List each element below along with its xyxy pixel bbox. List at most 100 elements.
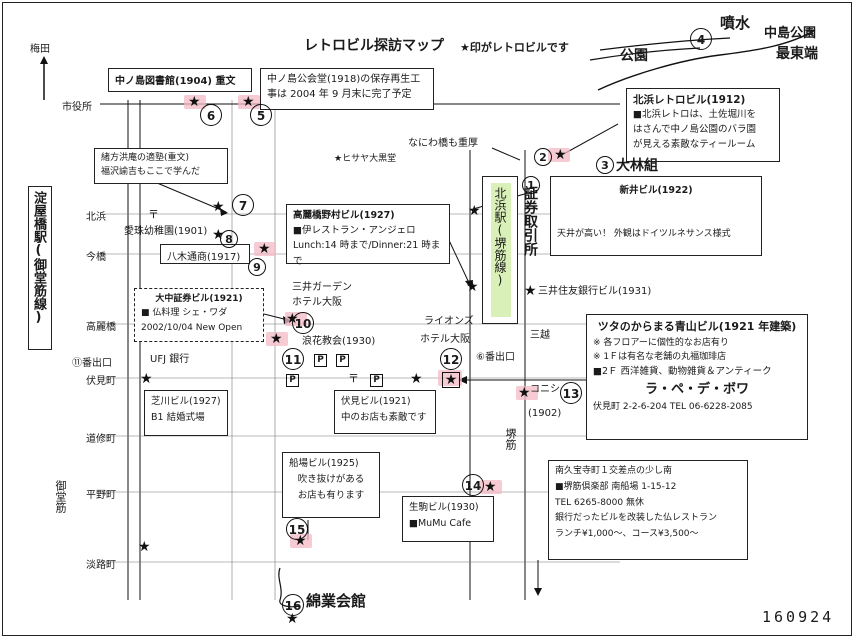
naniwa-note: なにわ橋も重厚 (408, 138, 478, 149)
aoyama-address: 伏見町 2-2-6-204 TEL 06-6228-2085 (593, 402, 753, 413)
shibakawa-title: 芝川ビル(1927) (151, 396, 221, 407)
mitsui-sumitomo-label: 三井住友銀行ビル(1931) (538, 286, 652, 297)
parking-icon-2: P (336, 354, 349, 367)
library-title: 中ノ島図書館(1904) 重文 (115, 76, 236, 87)
ogata-box: 緒方洪庵の適塾(重文) 福沢諭吉もここで学んだ (94, 148, 228, 184)
river-line-upper (597, 29, 816, 91)
marker-3: 3 (596, 156, 614, 174)
hisaya-label: ★ヒサヤ大黒堂 (334, 154, 397, 164)
aoyama-line2: ※ 1Ｆは有名な老舗の丸福珈琲店 (593, 351, 727, 362)
kokaido-line1: 中ノ島公会堂(1918)の保存再生工 (267, 74, 421, 85)
marker-14: 14 (462, 474, 484, 496)
ikoma-title: 生駒ビル(1930) (409, 502, 479, 513)
sakaisuji-label: 堺筋 (504, 428, 517, 450)
marker-15: 15 (286, 518, 308, 540)
street-hiranomachi: 平野町 (86, 490, 116, 501)
shoken-label: 証券取引所 (522, 186, 538, 256)
funaba-title: 船場ビル(1925) (289, 458, 359, 469)
star-ufj: ★ (140, 371, 153, 387)
arai-line1: 天井が高い！ 外観はドイツルネサンス様式 (557, 229, 731, 239)
highlight-11 (266, 332, 288, 346)
parking-icon-4: P (370, 374, 383, 387)
marker-7: 7 (232, 194, 254, 216)
aoyama-line3: ■2Ｆ 西洋雑貨、動物雑貨＆アンティーク (593, 366, 772, 378)
map-legend: ★印がレトロビルです (460, 41, 569, 54)
yagi-box: 八木通商(1917) (160, 244, 250, 264)
map-title: レトロビル探訪マップ (304, 38, 444, 54)
daiko-box: 大中証券ビル(1921) ■ 仏料理 シェ・ワダ 2002/10/04 New … (134, 288, 264, 342)
minami-line4: 銀行だったビルを改装した仏レストラン (555, 513, 718, 524)
star-7: ★ (212, 199, 225, 215)
koraibashi-box: 高麗橋野村ビル(1927) ■伊レストラン・アンジェロ Lunch:14 時まで… (286, 204, 450, 267)
obayashi-label: 大林組 (616, 158, 658, 174)
highlight-6 (184, 95, 206, 109)
kitahama-retro-line1: ■北浜レトロは、土佐堀川を (633, 109, 756, 121)
marker-16: 16 (282, 594, 304, 616)
koraibashi-line1: ■伊レストラン・アンジェロ (293, 225, 416, 237)
kitahama-station-label: 北浜駅(堺筋線) (493, 187, 507, 287)
highlight-9 (254, 242, 276, 256)
kitahama-retro-line2: はさんで中ノ島公園のバラ園 (633, 123, 757, 135)
marker-12: 12 (440, 348, 462, 370)
street-exit11: ⑪番出口 (72, 358, 112, 369)
naniwa-church-label: 浪花教会(1930) (302, 336, 376, 347)
ikoma-line1: ■MuMu Cafe (409, 518, 472, 530)
leader-ogata (149, 179, 227, 213)
marker-11: 11 (282, 348, 304, 370)
koraibashi-title: 高麗橋野村ビル(1927) (293, 210, 395, 221)
street-awajimachi: 淡路町 (86, 560, 116, 571)
kitahama-retro-box: 北浜レトロビル(1912) ■北浜レトロは、土佐堀川を はさんで中ノ島公園のバラ… (626, 88, 780, 162)
daiko-line2: 2002/10/04 New Open (141, 322, 243, 333)
star-koraibashi: ★ (466, 279, 479, 295)
mitsukoshi-label: 三越 (530, 330, 550, 341)
fushimi-title: 伏見ビル(1921) (341, 396, 411, 407)
marker-5: 5 (250, 104, 272, 126)
aishu-label: 愛珠幼稚園(1901) (124, 226, 208, 237)
yagi-label: 八木通商(1917) (167, 252, 241, 263)
lions-1: ライオンズ (424, 316, 474, 327)
star-5: ★ (242, 94, 255, 110)
star-12: ★ (442, 372, 460, 388)
star-14: ★ (484, 479, 497, 495)
ikoma-box: 生駒ビル(1930) ■MuMu Cafe (402, 496, 494, 542)
koen-label: 公園 (620, 48, 648, 64)
marker-8: 8 (220, 230, 238, 248)
arai-box: 新井ビル(1922) 天井が高い！ 外観はドイツルネサンス様式 (550, 176, 762, 256)
nakanoshima-label: 中島公園 (764, 26, 817, 41)
star-shinsei: ★ (468, 203, 481, 219)
kitahama-retro-title: 北浜レトロビル(1912) (633, 94, 746, 106)
post-office-icon-2: 〒 (348, 372, 359, 385)
mitsui-garden-1: 三井ガーデン (292, 282, 352, 293)
koraibashi-line2: Lunch:14 時まで/Dinner:21 時まで (293, 240, 441, 267)
star-awaji: ★ (138, 539, 151, 555)
street-doshomachi: 道修町 (86, 434, 116, 445)
street-shiyakusho: 市役所 (62, 102, 92, 113)
street-fushimimachi: 伏見町 (86, 376, 116, 387)
marker-2: 2 (534, 148, 552, 166)
marker-10: 10 (292, 312, 314, 334)
star-mitsui-sumitomo: ★ (524, 283, 537, 299)
mitsui-garden-2: ホテル大阪 (292, 297, 342, 308)
minami-line2: ■堺筋倶楽部 南船場 1-15-12 (555, 481, 677, 492)
ogata-line1: 緒方洪庵の適塾(重文) (101, 153, 190, 163)
saitanhashi-label: 最東端 (776, 46, 818, 62)
aoyama-box: ツタのからまる青山ビル(1921 年建築) ※ 各フロアーに個性的なお店有り ※… (586, 314, 808, 440)
marker-9: 9 (248, 258, 266, 276)
kitahama-station-box: 北浜駅(堺筋線) (482, 176, 518, 324)
kokaido-box: 中ノ島公会堂(1918)の保存再生工 事は 2004 年 9 月末に完了予定 (260, 68, 434, 110)
aoyama-title: ツタのからまる青山ビル(1921 年建築) (597, 320, 797, 333)
minami-line3: TEL 6265-8000 無休 (555, 497, 644, 508)
daiko-line1: ■ 仏料理 シェ・ワダ (141, 308, 228, 319)
star-9: ★ (258, 241, 271, 257)
star-fushimi: ★ (410, 371, 423, 387)
post-office-icon: 〒 (148, 208, 159, 221)
kokaido-line2: 事は 2004 年 9 月末に完了予定 (267, 89, 412, 100)
leader-naniwa (491, 147, 521, 161)
minami-line5: ランチ¥1,000〜、コース¥3,500〜 (555, 529, 699, 539)
highlight-2 (548, 148, 570, 162)
arai-title: 新井ビル(1922) (619, 185, 693, 196)
umeda-label: 梅田 (30, 44, 50, 55)
umeda-arrowhead (40, 56, 48, 64)
